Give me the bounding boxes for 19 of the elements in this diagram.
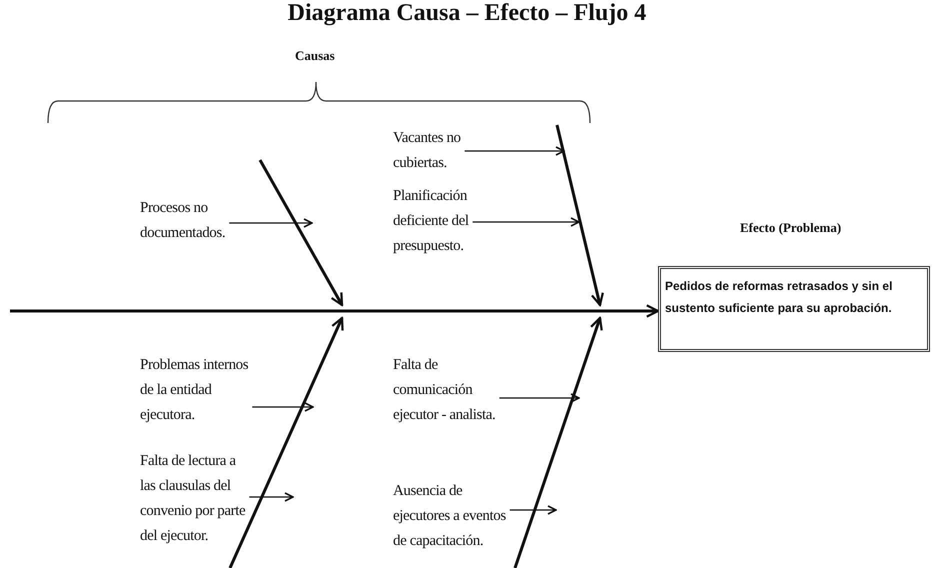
arrow [229, 218, 313, 228]
arrow [252, 402, 314, 412]
arrow [464, 146, 565, 156]
arrow [499, 393, 580, 403]
cause-text: Ausencia de ejecutores a eventos de capacitación. [393, 479, 525, 554]
effect-box: Pedidos de reformas retrasados y sin el sustento suficiente para su aprobación. [658, 266, 930, 352]
cause-text: Planificación deficiente del presupuesto. [393, 184, 525, 259]
cause-text: Procesos no documentados. [140, 196, 262, 246]
title: Diagrama Causa – Efecto – Flujo 4 [286, 0, 648, 27]
cause-text: Vacantes no cubiertas. [393, 126, 525, 176]
arrow [472, 217, 580, 227]
arrow [249, 492, 294, 502]
cause-text: Falta de comunicación ejecutor - analista. [393, 353, 527, 428]
cause-text: Falta de lectura a las clausulas del convenio por parte del ejecutor. [140, 449, 260, 549]
cause-text: Problemas internos de la entidad ejecutora. [140, 353, 262, 428]
effect-heading: Efecto (Problema) [740, 220, 842, 236]
spine-arrow [10, 304, 660, 318]
category-heading: Causas [295, 48, 335, 64]
arrow [510, 505, 557, 515]
